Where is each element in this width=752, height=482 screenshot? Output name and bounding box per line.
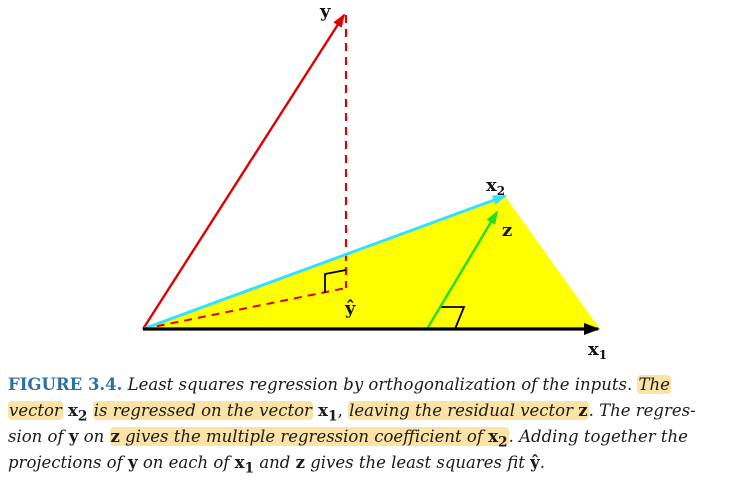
caption-highlight: vector bbox=[8, 401, 63, 420]
column-space-plane bbox=[143, 196, 600, 329]
x2-vector bbox=[142, 194, 507, 331]
caption-line-2: vector x2 is regressed on the vector x1,… bbox=[8, 401, 696, 425]
vector-symbol: x2 bbox=[488, 427, 508, 451]
fitted-dashed-line bbox=[142, 287, 347, 330]
right-angle-mark-yhat bbox=[324, 269, 347, 293]
caption-highlight: is regressed on the vector bbox=[92, 401, 313, 420]
z-vector bbox=[425, 210, 499, 330]
y-label: y bbox=[319, 1, 331, 22]
x2-label: x2 bbox=[486, 175, 505, 198]
caption-line-4: projections of y on each of x1 and z giv… bbox=[8, 453, 545, 477]
vector-symbol: ŷ bbox=[530, 453, 540, 472]
vector-symbol: z bbox=[295, 453, 305, 472]
figure-caption: FIGURE 3.4. Least squares regression by … bbox=[8, 372, 744, 476]
x1-label: x1 bbox=[588, 339, 607, 362]
vector-symbol: x2 bbox=[68, 401, 88, 425]
right-angle-mark-z bbox=[440, 306, 466, 330]
caption-line-3: sion of y on z gives the multiple regres… bbox=[8, 427, 688, 451]
regression-geometry-figure: y x2 z ŷ x1 bbox=[141, 1, 607, 362]
caption-highlight: gives the multiple regression coefficien… bbox=[125, 427, 483, 446]
vector-symbol: y bbox=[68, 427, 79, 446]
caption-highlight: leaving the residual vector z bbox=[348, 401, 589, 420]
yhat-label: ŷ bbox=[344, 298, 356, 319]
caption-text: . The regres- bbox=[588, 401, 696, 420]
vector-symbol: x1 bbox=[318, 401, 338, 425]
y-vector bbox=[141, 13, 346, 330]
caption-text: Least squares regression by orthogonaliz… bbox=[127, 375, 633, 394]
figure-number: FIGURE 3.4. bbox=[8, 375, 123, 394]
vector-symbol: y bbox=[127, 453, 138, 472]
z-label: z bbox=[502, 220, 512, 241]
caption-line-1: FIGURE 3.4. Least squares regression by … bbox=[8, 372, 744, 398]
vector-symbol: z bbox=[110, 427, 120, 446]
vector-symbol: x1 bbox=[234, 453, 255, 477]
caption-highlight: The bbox=[637, 375, 671, 394]
